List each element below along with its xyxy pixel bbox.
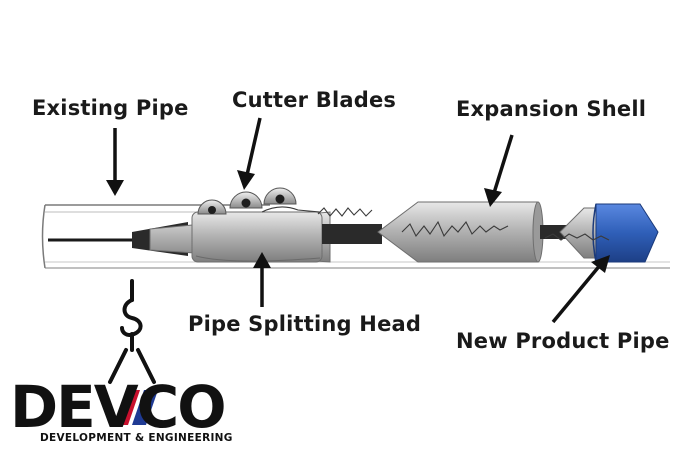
connector-shaft [322, 224, 382, 244]
new-product-pipe [592, 203, 659, 263]
pipe-splitting-head-label: Pipe Splitting Head [188, 312, 422, 336]
logo-tagline: DEVELOPMENT & ENGINEERING [40, 432, 233, 444]
shell-shaft [540, 225, 570, 239]
hook-icon [108, 279, 156, 384]
pipe-splitting-head [132, 211, 331, 263]
cutter-blades [197, 187, 321, 215]
pointer-arrows [106, 117, 610, 324]
cutter-blades-label: Cutter Blades [232, 88, 397, 112]
logo-accent [114, 390, 158, 425]
expansion-shell-label: Expansion Shell [456, 97, 647, 121]
logo-wordmark: DEVCO [10, 373, 227, 441]
new-product-pipe-label: New Product Pipe [456, 329, 670, 353]
existing-pipe-label: Existing Pipe [32, 96, 189, 120]
tow-wire [317, 207, 610, 241]
